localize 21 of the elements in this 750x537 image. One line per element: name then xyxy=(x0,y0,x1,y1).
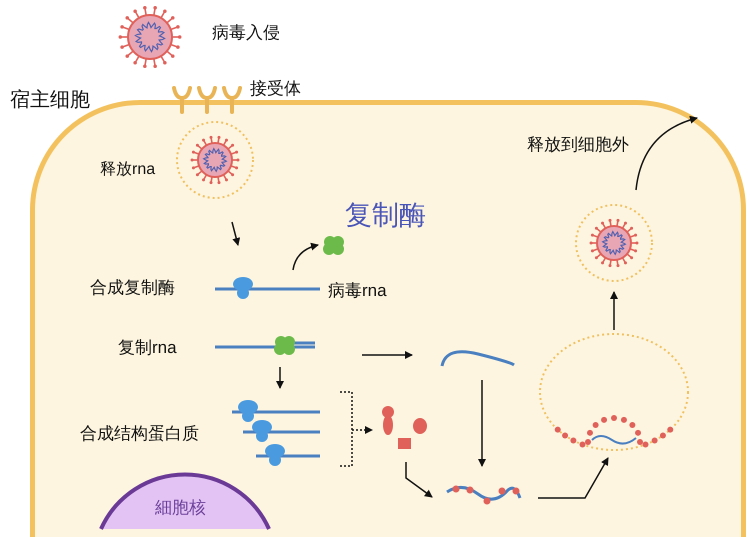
text-label: 复制rna xyxy=(118,337,177,358)
arrow xyxy=(362,351,413,359)
text-label: 释放rna xyxy=(100,160,156,180)
edge-label: 释放到细胞外 xyxy=(527,135,629,155)
text-label: 病毒入侵 xyxy=(212,22,280,43)
text-label: 細胞核 xyxy=(155,497,206,518)
arrow xyxy=(231,222,240,246)
arrow xyxy=(635,116,698,190)
cell-label: 宿主细胞 xyxy=(10,88,90,112)
text-label: 接受体 xyxy=(250,78,301,99)
text-label: 复制酶 xyxy=(345,200,426,231)
arrow xyxy=(292,242,319,270)
text-label: 合成结构蛋白质 xyxy=(80,423,199,444)
arrow xyxy=(478,380,486,467)
text-label: 病毒rna xyxy=(328,280,387,301)
text-label: 合成复制酶 xyxy=(90,277,175,298)
arrow xyxy=(538,457,609,499)
arrow xyxy=(276,367,284,389)
arrow xyxy=(339,391,373,467)
arrow xyxy=(405,462,433,498)
arrow xyxy=(610,291,618,330)
